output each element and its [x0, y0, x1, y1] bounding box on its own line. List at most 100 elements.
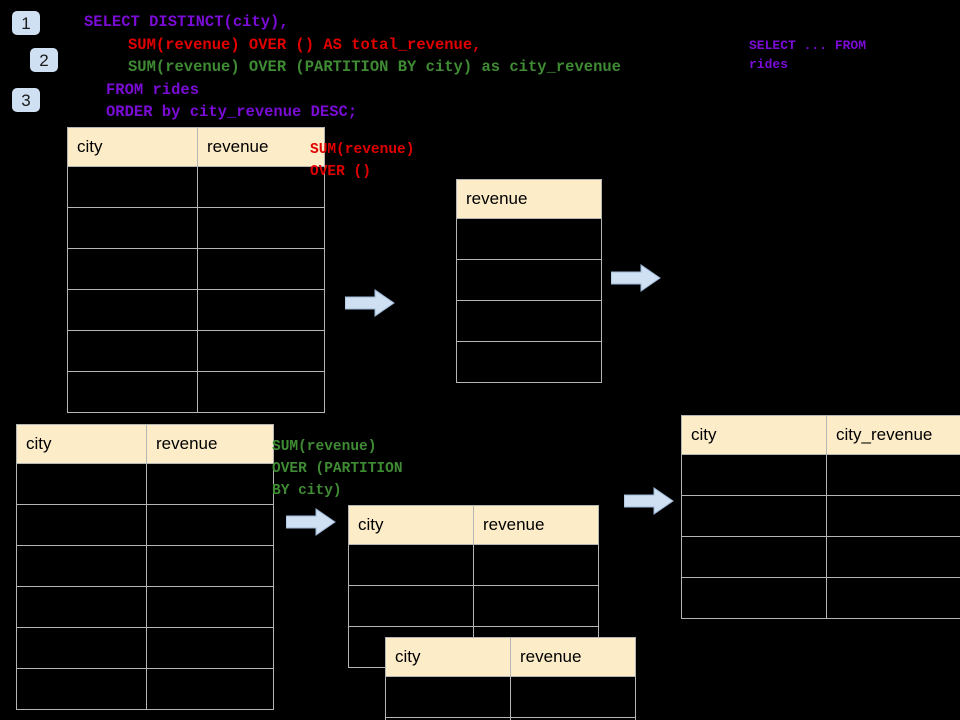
step-badge-2-label: 2	[39, 50, 49, 70]
cell-revenue	[473, 544, 599, 586]
sql-line-order-by: ORDER by city_revenue DESC;	[106, 103, 358, 121]
column-header-city: city	[67, 127, 198, 167]
table-row	[67, 248, 325, 290]
table-header-row: city revenue	[16, 424, 274, 464]
cell-city-revenue	[826, 495, 960, 537]
step-badge-2: 2	[30, 48, 58, 72]
cell-revenue	[146, 504, 274, 546]
cell-city	[67, 289, 198, 331]
cell-city	[16, 627, 147, 669]
table-row	[67, 166, 325, 208]
cell-city-revenue	[826, 577, 960, 619]
cell-city	[67, 248, 198, 290]
column-header-revenue: revenue	[197, 127, 325, 167]
table-row	[681, 495, 960, 537]
arrow-total-to-right	[611, 264, 661, 292]
cell-city	[67, 207, 198, 249]
cell-city	[67, 166, 198, 208]
table-header-row: revenue	[456, 179, 602, 219]
table-row	[456, 259, 602, 301]
annotation-sum-over-partition: SUM(revenue) OVER (PARTITION BY city)	[272, 439, 403, 499]
cell-city	[348, 544, 474, 586]
sql-line-sum-over-empty: SUM(revenue) OVER () AS total_revenue,	[128, 36, 482, 54]
table-header-row: city revenue	[385, 637, 636, 677]
cell-revenue	[197, 330, 325, 372]
table-row	[385, 717, 636, 720]
cell-revenue	[197, 248, 325, 290]
result-city-revenue-table: city city_revenue	[681, 415, 960, 619]
partition-group-table-back: city revenue	[348, 505, 599, 668]
cell-city	[348, 585, 474, 627]
table-row	[67, 207, 325, 249]
cell-revenue	[473, 585, 599, 627]
table-row	[348, 544, 599, 586]
table-row	[681, 536, 960, 578]
cell-revenue	[456, 218, 602, 260]
arrow-source-to-total	[345, 289, 395, 317]
table-row	[67, 330, 325, 372]
cell-city	[681, 577, 827, 619]
column-header-revenue: revenue	[473, 505, 599, 545]
cell-revenue	[146, 627, 274, 669]
table-header-row: city revenue	[67, 127, 325, 167]
step-badge-1: 1	[12, 11, 40, 35]
table-row	[16, 586, 274, 628]
column-header-revenue: revenue	[456, 179, 602, 219]
cell-city	[385, 676, 511, 718]
step-badge-3: 3	[12, 88, 40, 112]
cell-revenue	[456, 259, 602, 301]
cell-revenue	[197, 207, 325, 249]
cell-city	[16, 463, 147, 505]
table-row	[16, 668, 274, 710]
column-header-city: city	[681, 415, 827, 455]
sql-line-sum-over-partition: SUM(revenue) OVER (PARTITION BY city) as…	[128, 58, 621, 76]
source-rides-table-bottom: city revenue	[16, 424, 274, 710]
cell-city	[681, 495, 827, 537]
table-header-row: city city_revenue	[681, 415, 960, 455]
cell-revenue	[146, 463, 274, 505]
table-row	[456, 218, 602, 260]
cell-city	[16, 504, 147, 546]
step-badge-3-label: 3	[21, 90, 31, 110]
cell-city	[681, 536, 827, 578]
column-header-city: city	[385, 637, 511, 677]
cell-revenue	[146, 545, 274, 587]
cell-city	[16, 668, 147, 710]
cell-city-revenue	[826, 454, 960, 496]
column-header-revenue: revenue	[146, 424, 274, 464]
table-row	[456, 341, 602, 383]
table-row	[16, 463, 274, 505]
cell-revenue	[197, 289, 325, 331]
cell-city	[681, 454, 827, 496]
cell-revenue	[146, 586, 274, 628]
cell-city-revenue	[826, 536, 960, 578]
cell-city	[67, 371, 198, 413]
column-header-city-revenue: city_revenue	[826, 415, 960, 455]
table-row	[385, 676, 636, 718]
table-row	[16, 627, 274, 669]
cell-revenue	[456, 341, 602, 383]
arrow-partition-to-result	[624, 487, 674, 515]
arrow-source-to-partition	[286, 508, 336, 536]
total-revenue-table: revenue	[456, 179, 602, 383]
cell-revenue	[510, 717, 636, 720]
sql-line-from-rides: FROM rides	[106, 81, 200, 99]
annotation-sum-over-empty: SUM(revenue) OVER ()	[310, 142, 415, 180]
table-row	[67, 289, 325, 331]
column-header-city: city	[16, 424, 147, 464]
table-row	[681, 577, 960, 619]
step-badge-1-label: 1	[21, 13, 31, 33]
cell-city	[16, 545, 147, 587]
cell-city	[16, 586, 147, 628]
partition-group-table-front: city revenue	[385, 637, 636, 720]
cell-revenue	[510, 676, 636, 718]
table-row	[16, 504, 274, 546]
table-row	[456, 300, 602, 342]
table-row	[681, 454, 960, 496]
table-row	[67, 371, 325, 413]
cell-revenue	[146, 668, 274, 710]
table-row	[16, 545, 274, 587]
column-header-city: city	[348, 505, 474, 545]
annotation-select-from-rides: SELECT ... FROM rides	[749, 38, 867, 72]
